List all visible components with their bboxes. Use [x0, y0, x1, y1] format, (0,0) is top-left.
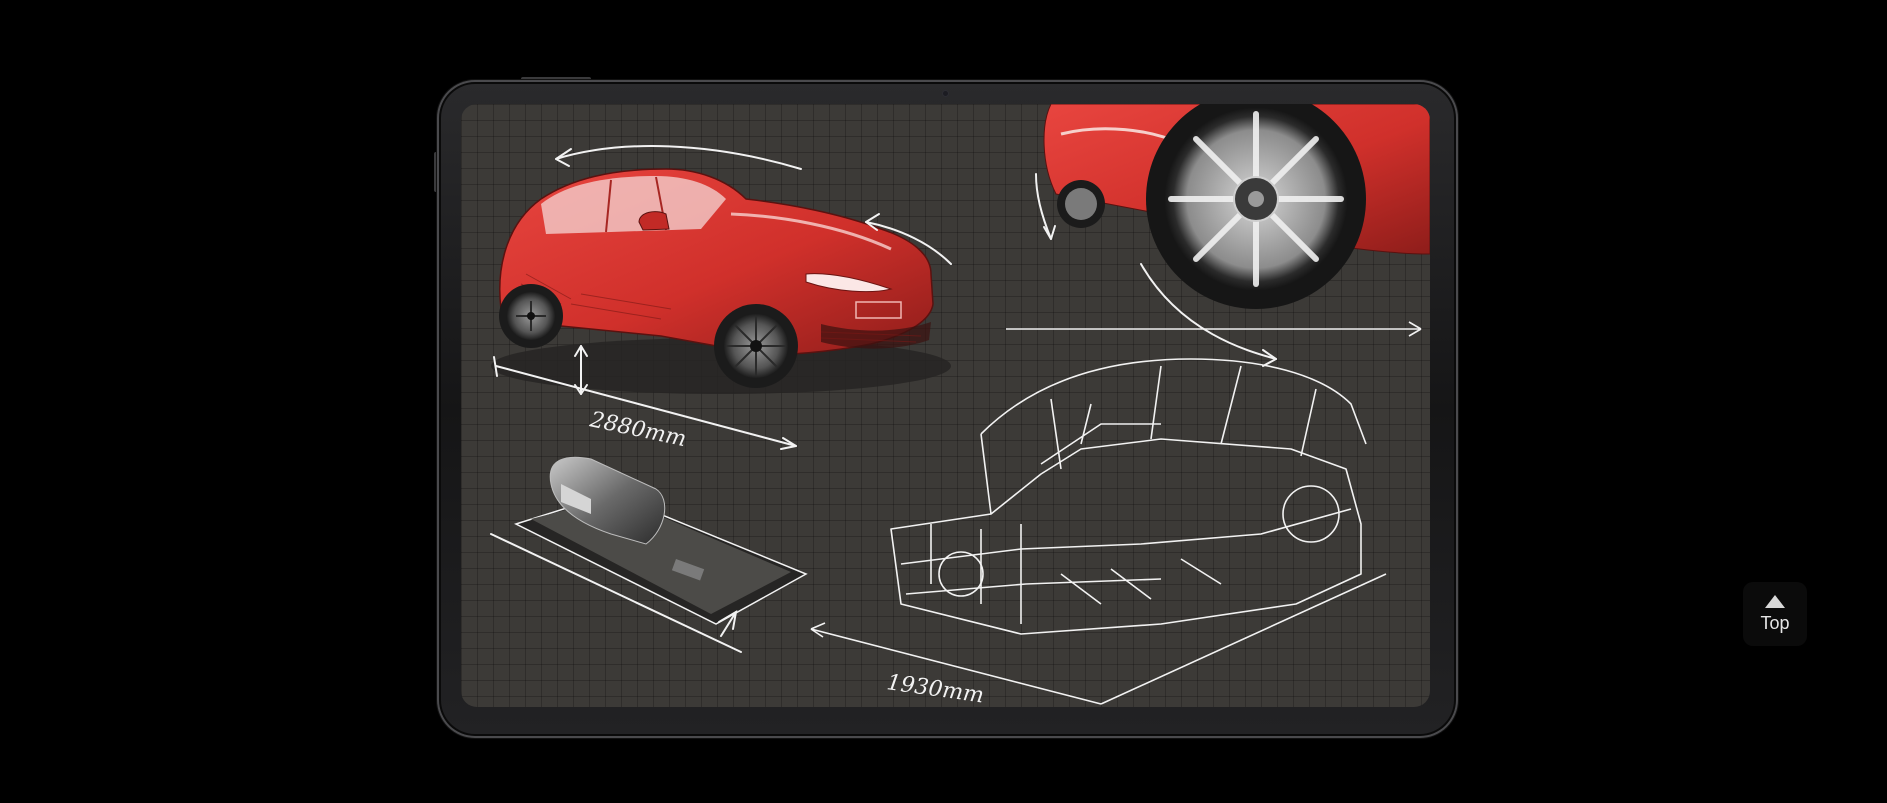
- car-sketch-illustration: 2880mm: [490, 104, 1430, 707]
- tablet-volume-button: [521, 77, 591, 81]
- gear-shifter-sketch: [514, 456, 808, 625]
- rotation-arrows: [493, 145, 952, 450]
- tablet-camera: [943, 91, 948, 96]
- wheel-arrows: [1035, 173, 1277, 367]
- back-to-top-button[interactable]: Top: [1743, 582, 1807, 646]
- back-to-top-label: Top: [1760, 612, 1790, 633]
- red-suv-sketch: [491, 168, 951, 394]
- tablet-screen: 2880mm: [461, 104, 1430, 707]
- shifter-dimension-lines: [490, 533, 742, 653]
- car-frame-sketch: [810, 321, 1422, 705]
- wheel-closeup-sketch: [1043, 104, 1430, 309]
- width-dimension-label: 1930mm: [885, 670, 985, 707]
- tablet-power-button: [434, 152, 438, 192]
- triangle-up-icon: [1765, 594, 1785, 608]
